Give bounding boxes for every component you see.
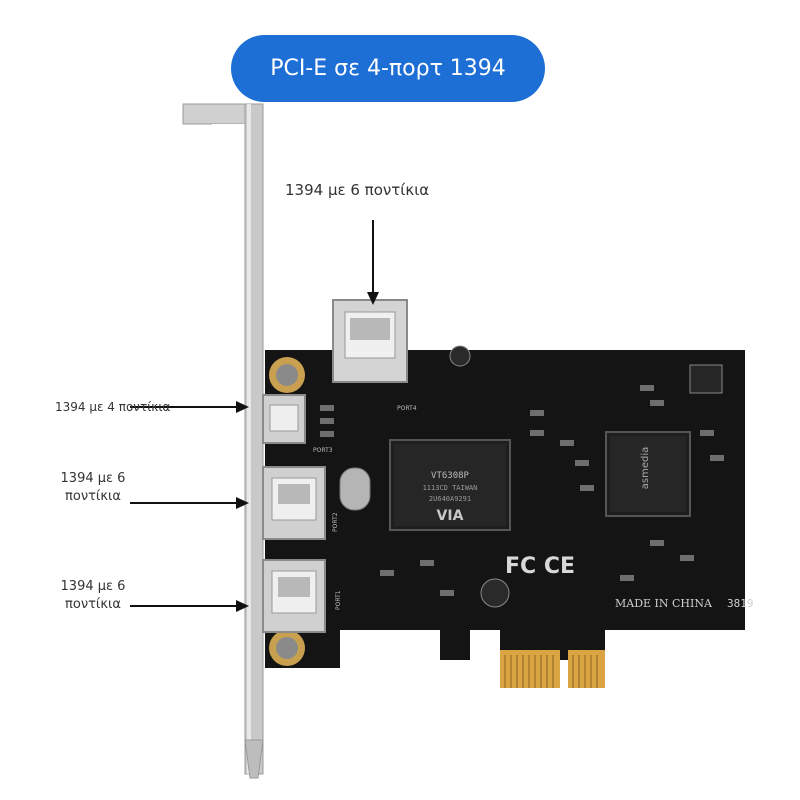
asmedia-chip: asmedia: [605, 431, 691, 517]
capacitor-bottom: [480, 578, 510, 608]
label-6pin-b: 1394 με 6 ποντίκια: [60, 579, 126, 612]
title-banner: PCI-E σε 4-πορτ 1394: [231, 35, 545, 102]
port1-mark: PORT1: [335, 590, 342, 610]
label-internal-6pin: 1394 με 6 ποντίκια: [285, 181, 430, 199]
crystal-oscillator: [339, 467, 371, 511]
label-6pin-a: 1394 με 6 ποντίκια: [60, 471, 126, 504]
chip-main-text: VT6308P: [431, 471, 470, 481]
port4-mark: PORT4: [397, 405, 417, 412]
via-chip: VT6308P 1113CD TAIWAN 2U640A9291 VIA: [389, 439, 511, 531]
port-internal-6pin: [332, 299, 408, 383]
annotation-arrows: [130, 220, 379, 612]
made-in-china: MADE IN CHINA: [615, 597, 713, 610]
chip-main-line3: 2U640A9291: [429, 495, 471, 503]
port2-mark: PORT2: [332, 512, 339, 532]
label-4pin: 1394 με 4 ποντίκια: [55, 400, 171, 414]
port-6pin-b: [262, 559, 326, 633]
regulator: [689, 364, 723, 394]
metal-bracket: [182, 103, 264, 779]
fc-ce-mark: FC CE: [505, 554, 575, 579]
pcb-board: VT6308P 1113CD TAIWAN 2U640A9291 VIA asm…: [265, 345, 754, 688]
via-logo: VIA: [437, 508, 464, 524]
board-code: 3819: [727, 597, 754, 610]
port3-mark: PORT3: [313, 447, 333, 454]
port-4pin: [262, 394, 306, 444]
capacitor-top: [449, 345, 471, 367]
port-6pin-a: [262, 466, 326, 540]
smd-components: [320, 385, 724, 596]
chip-main-line2: 1113CD TAIWAN: [423, 484, 478, 492]
asmedia-text: asmedia: [640, 447, 651, 490]
pcie-gold-fingers: [500, 650, 605, 688]
title-text: PCI-E σε 4-πορτ 1394: [270, 56, 506, 81]
